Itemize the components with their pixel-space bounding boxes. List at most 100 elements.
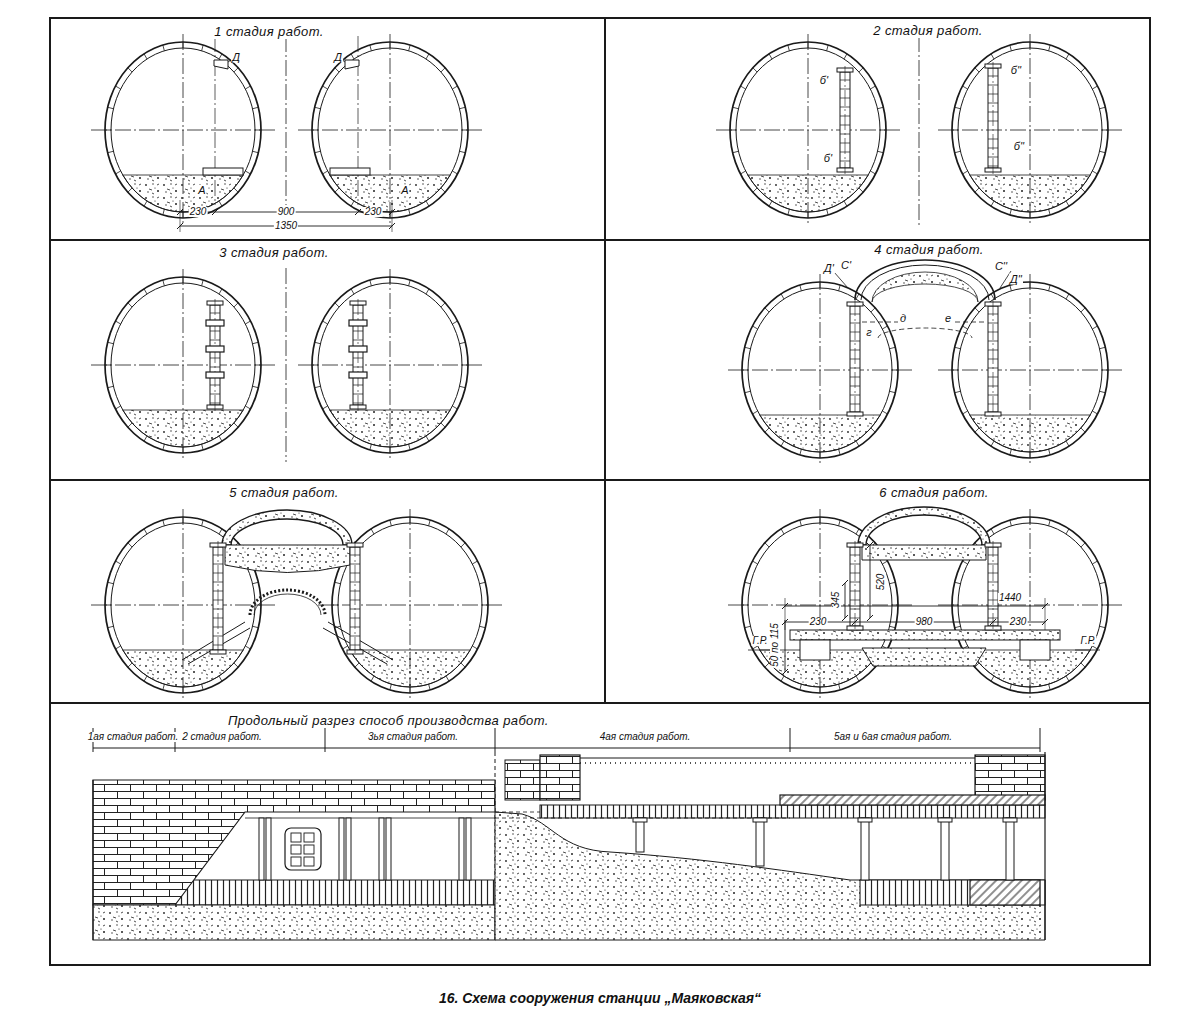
lining-joint	[1092, 411, 1097, 414]
lining-joint	[839, 684, 841, 690]
lining-joint	[740, 171, 745, 174]
panel-heading: Продольный разрез способ производства ра…	[226, 714, 551, 728]
stage-label: 4ая стадия работ.	[599, 732, 692, 742]
panel-heading: 1 стадия работ.	[212, 25, 326, 39]
opening	[285, 828, 321, 870]
dimension-tick	[212, 209, 218, 215]
axis-line	[1030, 34, 1031, 226]
column	[266, 818, 271, 880]
callout-letter: Г.Р.	[1079, 636, 1096, 646]
lining-joint	[452, 406, 457, 409]
lining-joint	[355, 663, 359, 667]
callout-letter: б'	[823, 153, 833, 164]
vault-lining	[858, 507, 990, 545]
dimension-tick	[842, 615, 848, 621]
column-joint	[840, 107, 850, 108]
lining-joint	[409, 280, 411, 286]
axis-line	[1030, 509, 1031, 701]
lining-joint	[253, 342, 259, 344]
lining-joint	[827, 209, 829, 215]
slab	[780, 795, 1045, 805]
column-joint	[988, 85, 998, 86]
lining-joint	[765, 308, 769, 312]
lining-joint	[128, 303, 132, 307]
lining-joint	[128, 663, 132, 667]
lining-joint	[351, 201, 354, 206]
lining-joint	[962, 411, 967, 414]
lining-joint	[245, 406, 250, 409]
lining-joint	[460, 386, 466, 388]
lining-joint	[740, 86, 745, 89]
lining-joint	[781, 529, 784, 534]
opening-grid	[291, 857, 301, 866]
dashed-contour	[878, 328, 972, 338]
column	[386, 818, 391, 880]
callout-letter: Д'	[823, 263, 835, 274]
lining-joint	[962, 171, 967, 174]
lining-joint	[335, 188, 339, 192]
lining-joint	[844, 54, 847, 59]
lining-joint	[253, 107, 259, 109]
axis-line	[808, 34, 809, 226]
axis-line	[215, 299, 216, 411]
lining-joint	[745, 626, 751, 628]
column-joint	[213, 636, 223, 637]
callout-letter: А	[197, 185, 206, 196]
lining-joint	[890, 391, 896, 393]
lining-joint	[371, 529, 374, 534]
temporary-arch	[250, 590, 325, 615]
column-clamp	[349, 346, 367, 352]
lining-joint	[163, 209, 165, 215]
dimension-label: 520	[876, 573, 886, 592]
lining-joint	[219, 289, 222, 294]
lining-joint	[253, 582, 259, 584]
lining-joint	[409, 45, 411, 51]
lining-joint	[878, 151, 884, 153]
lining-joint	[1010, 449, 1012, 455]
lining-joint	[409, 209, 411, 215]
lining-joint	[890, 626, 896, 628]
lining-joint	[441, 423, 445, 427]
lining-joint	[115, 646, 120, 649]
lining-joint	[234, 68, 238, 72]
dimension-label: 230	[189, 207, 208, 217]
lining-joint	[390, 520, 392, 526]
panel-heading: 5 стадия работ.	[227, 486, 341, 500]
lining-joint	[1100, 107, 1106, 109]
callout-letter: б''	[1010, 65, 1022, 76]
dimension-label: 900	[277, 207, 296, 217]
lining-joint	[472, 561, 477, 564]
lining-joint	[752, 326, 757, 329]
column	[756, 818, 764, 866]
dimension-label: 1350	[274, 221, 298, 231]
panel-heading: 3 стадия работ.	[217, 246, 331, 260]
axis-line	[410, 509, 411, 701]
axis-line	[993, 62, 994, 174]
lining-joint	[839, 520, 841, 526]
section-edge	[1044, 752, 1045, 940]
lining-joint	[1092, 646, 1097, 649]
dimension-line	[785, 606, 1045, 607]
dimension-tick	[355, 209, 361, 215]
lining-joint	[115, 561, 120, 564]
dimension-label: 230	[364, 207, 383, 217]
lining-joint	[452, 86, 457, 89]
lining-joint	[752, 646, 757, 649]
lining-joint	[315, 151, 321, 153]
stage-panel: 6 стадия работ.	[605, 480, 1150, 703]
column-joint	[840, 89, 850, 90]
callout-letter: б''	[1013, 141, 1025, 152]
axis-line	[390, 269, 391, 461]
lining-joint	[871, 428, 875, 432]
column-cap	[1003, 818, 1017, 822]
excavation-fill	[872, 272, 978, 302]
lining-joint	[163, 444, 165, 450]
lining-joint	[800, 449, 802, 455]
axis-line	[355, 541, 356, 656]
lining-joint	[856, 441, 859, 446]
lining-joint	[1081, 188, 1085, 192]
lining-joint	[745, 347, 751, 349]
beam-line	[245, 818, 495, 819]
lining-joint	[733, 151, 739, 153]
column-joint	[210, 394, 220, 395]
